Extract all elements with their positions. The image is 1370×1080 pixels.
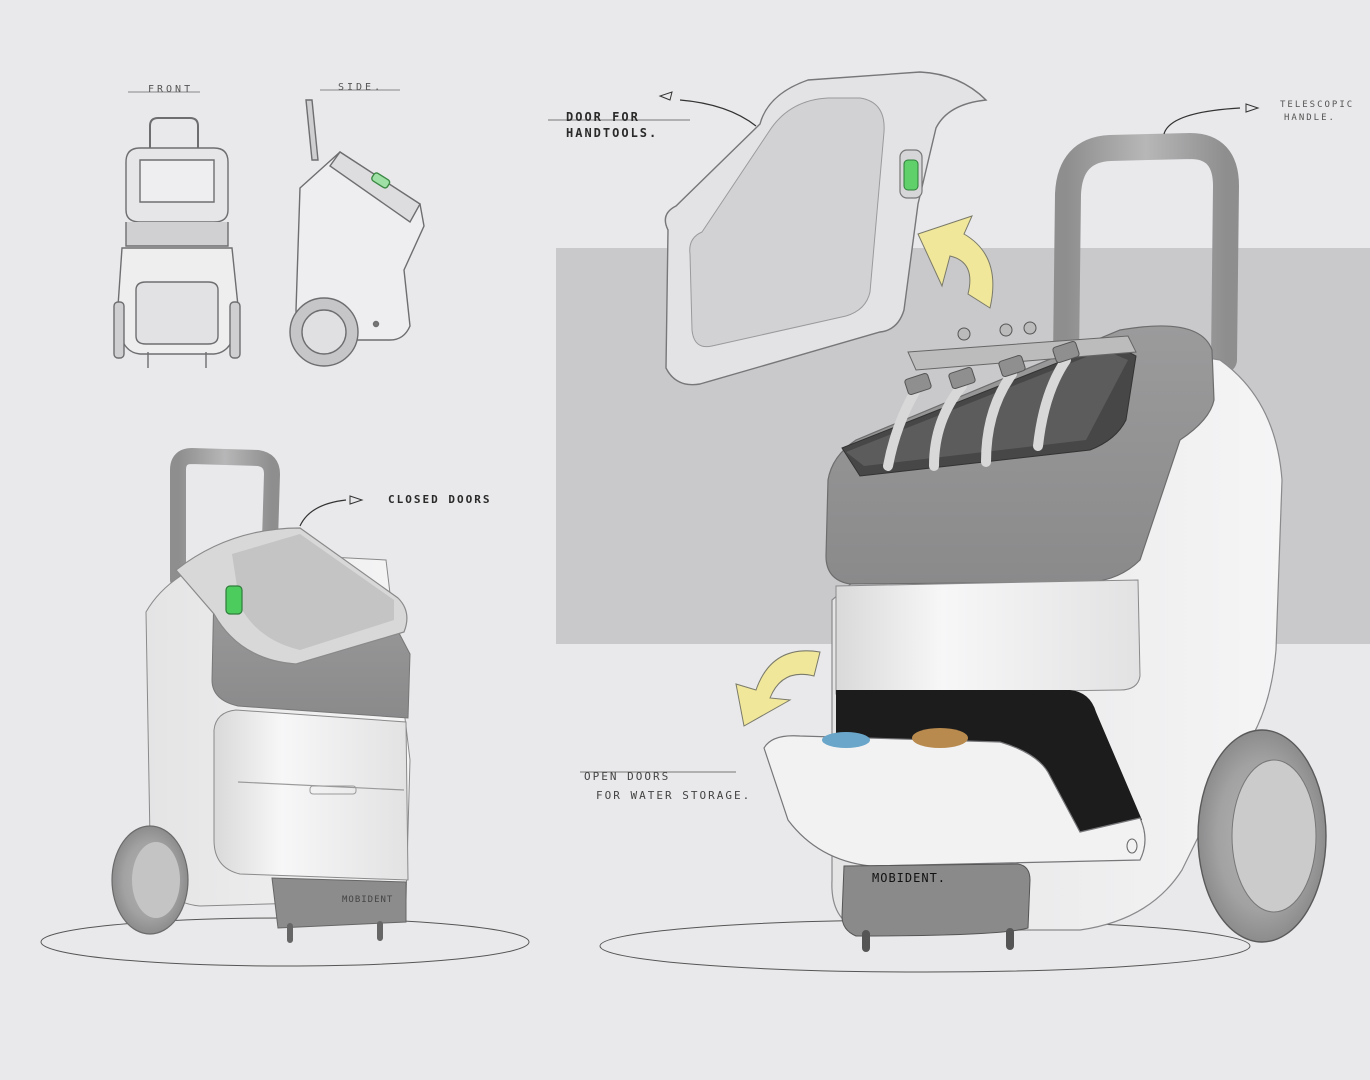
- open-cart-brand: MOBIDENT.: [872, 871, 946, 885]
- telescopic-leader: [1163, 107, 1241, 135]
- door-for-handtools-label-line2: HANDTOOLS.: [566, 126, 659, 140]
- handtools-door-lid: [664, 71, 988, 386]
- telescopic-handle-label-line2: HANDLE.: [1284, 113, 1336, 123]
- side-view-label: SIDE.: [338, 82, 384, 93]
- telescopic-handle-label-line1: TELESCOPIC: [1280, 100, 1355, 110]
- closed-doors-label: CLOSED DOORS: [388, 493, 492, 506]
- closed-cart-brand: MOBIDENT: [342, 895, 393, 905]
- door-for-handtools-label-line1: DOOR FOR: [566, 110, 640, 124]
- open-doors-cart: MOBIDENT.: [599, 132, 1327, 973]
- open-lid-arrow-icon: [917, 215, 994, 309]
- open-doors-label-line2: FOR WATER STORAGE.: [596, 789, 752, 802]
- open-doors-label-line1: OPEN DOORS: [584, 770, 671, 783]
- open-drawer-arrow-icon: [735, 650, 821, 727]
- closed-doors-arrow-icon: [349, 495, 364, 505]
- closed-doors-leader: [299, 499, 347, 527]
- closed-doors-cart: MOBIDENT: [40, 447, 530, 967]
- door-leader: [679, 99, 757, 127]
- telescopic-leader-arrow-icon: [1245, 103, 1260, 113]
- side-view-sketch: [289, 89, 425, 367]
- door-leader-arrow-icon: [658, 91, 673, 101]
- front-view-label: FRONT: [148, 84, 194, 95]
- front-view-sketch: [113, 91, 241, 368]
